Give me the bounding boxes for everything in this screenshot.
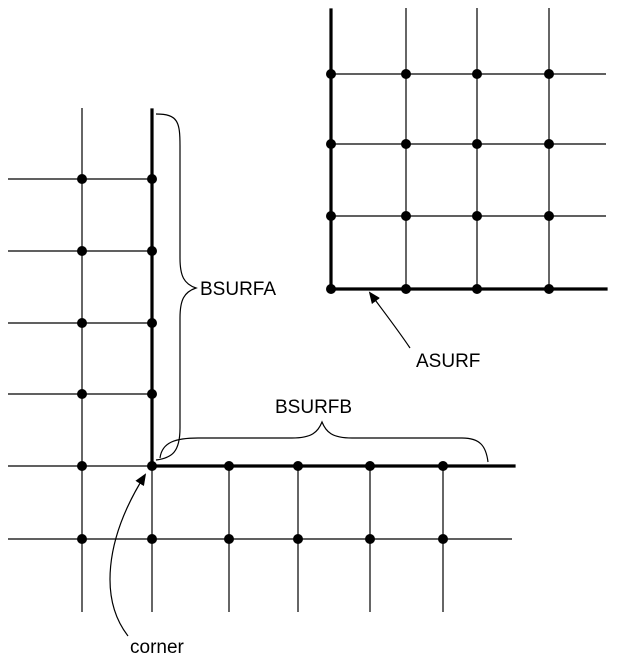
a-mesh	[326, 8, 608, 294]
node	[326, 211, 336, 221]
bsurfb-label: BSURFB	[275, 397, 352, 418]
node	[438, 461, 448, 471]
corner-label: corner	[130, 637, 185, 658]
node	[147, 318, 157, 328]
node	[77, 389, 87, 399]
bsurfa-label: BSURFA	[200, 279, 276, 300]
node	[472, 69, 482, 79]
node	[438, 534, 448, 544]
node	[472, 211, 482, 221]
node	[147, 246, 157, 256]
node	[401, 69, 411, 79]
node	[544, 211, 554, 221]
node	[365, 461, 375, 471]
node	[544, 284, 554, 294]
node	[401, 211, 411, 221]
node	[544, 69, 554, 79]
node	[401, 284, 411, 294]
node	[326, 139, 336, 149]
node	[77, 174, 87, 184]
node	[365, 534, 375, 544]
corner-node	[147, 461, 157, 471]
node	[77, 534, 87, 544]
bsurfa-brace	[155, 113, 198, 461]
node	[401, 139, 411, 149]
node	[77, 246, 87, 256]
node	[544, 139, 554, 149]
node	[147, 174, 157, 184]
node	[147, 389, 157, 399]
bsurfb-brace	[159, 420, 489, 463]
corner-arrow	[109, 473, 147, 637]
node	[77, 318, 87, 328]
node	[224, 534, 234, 544]
node	[147, 534, 157, 544]
node	[472, 139, 482, 149]
node	[77, 461, 87, 471]
node	[293, 534, 303, 544]
node	[326, 284, 336, 294]
asurf-arrow	[368, 291, 411, 349]
node	[326, 69, 336, 79]
b-mesh	[8, 108, 516, 612]
asurf-label: ASURF	[416, 351, 480, 372]
node	[224, 461, 234, 471]
node	[293, 461, 303, 471]
node	[472, 284, 482, 294]
